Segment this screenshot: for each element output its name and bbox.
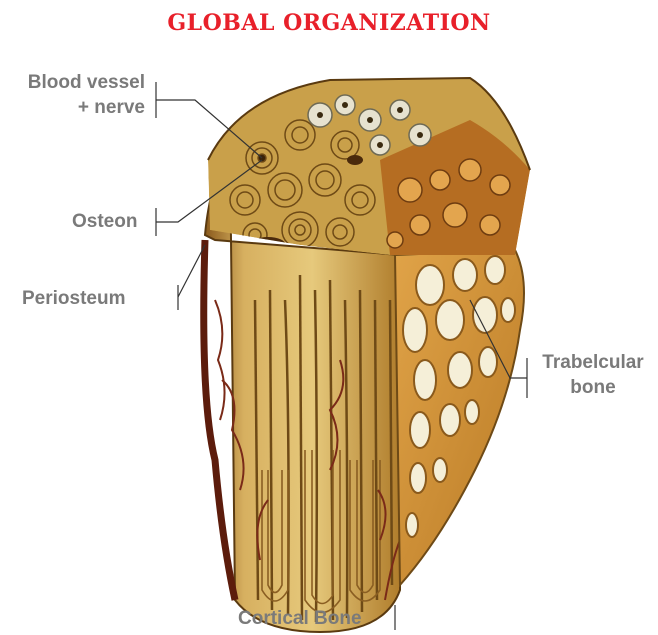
label-trabecular-line1: Trabelcular — [533, 350, 653, 375]
label-blood-vessel-line1: Blood vessel — [2, 70, 145, 95]
cut-surface — [208, 78, 530, 255]
label-trabecular: Trabelcular bone — [533, 350, 653, 400]
label-periosteum: Periosteum — [22, 286, 125, 311]
label-blood-vessel-line2: + nerve — [2, 95, 145, 120]
label-cortical-bone: Cortical Bone — [238, 606, 362, 631]
trabecular-region — [395, 250, 524, 585]
label-osteon: Osteon — [72, 209, 137, 234]
label-blood-vessel: Blood vessel + nerve — [2, 70, 145, 120]
label-trabecular-line2: bone — [533, 375, 653, 400]
